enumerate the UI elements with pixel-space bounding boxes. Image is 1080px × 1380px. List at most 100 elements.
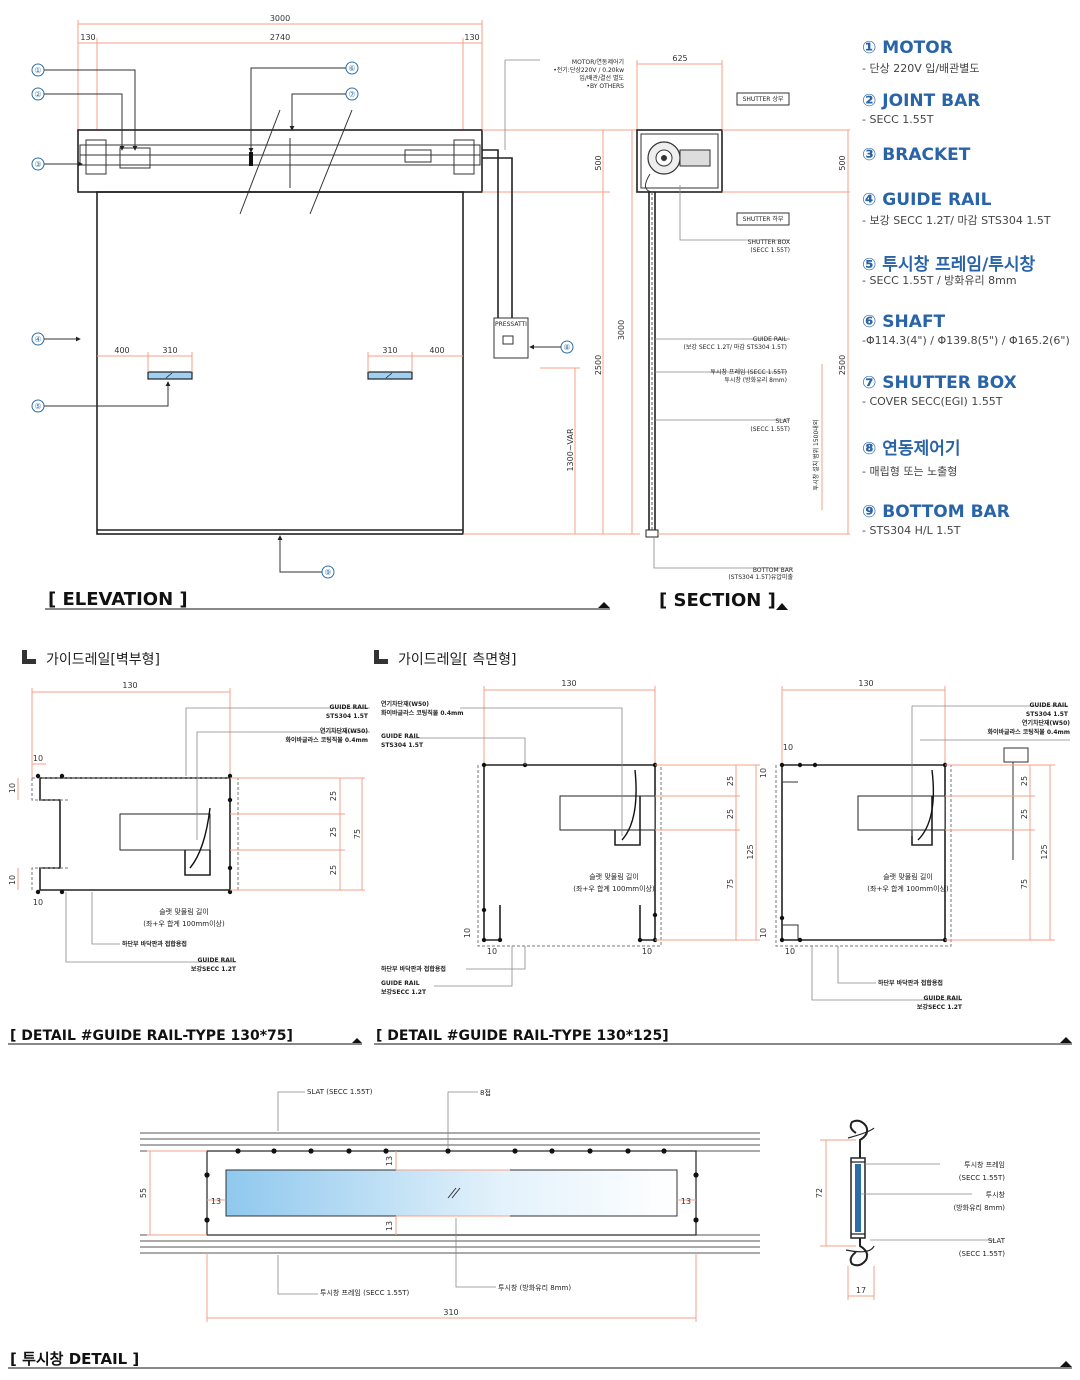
svg-text:500: 500	[594, 155, 603, 170]
svg-text:GUIDE RAIL: GUIDE RAIL	[381, 980, 420, 987]
svg-text:투시창: 투시창	[986, 1191, 1006, 1199]
svg-text:GUIDE RAIL: GUIDE RAIL	[753, 336, 788, 343]
svg-text:72: 72	[815, 1188, 824, 1198]
svg-text:10: 10	[642, 947, 652, 956]
svg-text:310: 310	[382, 346, 397, 355]
svg-text:400: 400	[429, 346, 444, 355]
svg-text:GUIDE RAIL: GUIDE RAIL	[923, 995, 962, 1002]
svg-text:⑦: ⑦	[348, 90, 355, 99]
svg-text:SLAT: SLAT	[988, 1237, 1006, 1245]
svg-text:625: 625	[672, 54, 687, 63]
svg-text:(SECC 1.55T): (SECC 1.55T)	[959, 1250, 1005, 1258]
svg-text:SHUTTER BOX: SHUTTER BOX	[748, 239, 790, 246]
svg-text:⑨: ⑨	[324, 568, 331, 577]
legend-desc-guide-rail: - 보강 SECC 1.2T/ 마감 STS304 1.5T	[862, 214, 1051, 227]
svg-text:55: 55	[139, 1188, 148, 1198]
svg-text:④: ④	[34, 335, 41, 344]
svg-text:연기차단재(W50): 연기차단재(W50)	[320, 727, 368, 735]
svg-text:투시창 프레임: 투시창 프레임	[964, 1160, 1005, 1169]
rail-wall-detail: 가이드레일[벽부형] 130 25 25 25 75 10 10 10 10	[8, 650, 370, 1045]
svg-text:25: 25	[1020, 809, 1029, 819]
rail-side-heading: 가이드레일[ 측면형]	[398, 652, 516, 668]
svg-text:투시창 (방화유리 8mm): 투시창 (방화유리 8mm)	[724, 376, 787, 384]
svg-text:10: 10	[759, 928, 768, 938]
svg-text:10: 10	[8, 783, 17, 793]
svg-text:25: 25	[329, 791, 338, 801]
svg-text:75: 75	[353, 829, 362, 839]
section-title: [ SECTION ]	[659, 590, 776, 611]
svg-text:슬랫 맞물림 길이: 슬랫 맞물림 길이	[883, 872, 933, 881]
window-detail: 55 13 13 13 13 310 SLAT (SECC 1.55T) 8접 …	[8, 1088, 1072, 1369]
svg-text:13: 13	[385, 1156, 394, 1166]
svg-text:10: 10	[487, 947, 497, 956]
svg-text:25: 25	[1020, 776, 1029, 786]
svg-text:400: 400	[114, 346, 129, 355]
svg-text:슬랫 맞물림 길이: 슬랫 맞물림 길이	[589, 872, 639, 881]
legend-title-shaft: ⑥ SHAFT	[862, 312, 946, 332]
svg-text:보강SECC 1.2T: 보강SECC 1.2T	[381, 988, 427, 996]
svg-text:⑧: ⑧	[563, 343, 570, 352]
svg-text:10: 10	[8, 875, 17, 885]
legend-desc-window: - SECC 1.55T / 방화유리 8mm	[862, 274, 1017, 287]
svg-text:하단부 바닥판과 접합용접: 하단부 바닥판과 접합용접	[878, 979, 943, 987]
legend-desc-controller: - 매립형 또는 노출형	[862, 465, 958, 478]
svg-text:(STS304 1.5T)유압미출: (STS304 1.5T)유압미출	[728, 573, 793, 581]
elevation-title: [ ELEVATION ]	[48, 589, 188, 610]
svg-text:투시창 프레임 (SECC 1.55T): 투시창 프레임 (SECC 1.55T)	[710, 368, 787, 376]
svg-text:SHUTTER 상부: SHUTTER 상부	[743, 95, 784, 103]
svg-text:75: 75	[726, 879, 735, 889]
svg-text:10: 10	[783, 743, 793, 752]
svg-text:(SECC 1.55T): (SECC 1.55T)	[959, 1174, 1005, 1182]
svg-text:STS304 1.5T: STS304 1.5T	[326, 713, 369, 720]
svg-text:STS304 1.5T: STS304 1.5T	[1026, 711, 1069, 718]
svg-text:연기차단재(W50): 연기차단재(W50)	[1022, 719, 1070, 727]
rail-side-title: [ DETAIL #GUIDE RAIL-TYPE 130*125]	[376, 1028, 669, 1044]
svg-text:(보강 SECC 1.2T/ 마감 STS304 1.5T): (보강 SECC 1.2T/ 마감 STS304 1.5T)	[684, 343, 787, 351]
svg-text:보강SECC 1.2T: 보강SECC 1.2T	[191, 965, 237, 973]
svg-text:310: 310	[443, 1308, 458, 1317]
svg-text:13: 13	[681, 1197, 691, 1206]
legend-title-window: ⑤ 투시창 프레임/투시창	[862, 255, 1036, 275]
section-drawing: 625 SHUTTER 상부 SHUTTER 하부 500 2500 투시창 설…	[636, 54, 850, 611]
svg-text:MOTOR/연동제어기: MOTOR/연동제어기	[572, 58, 624, 66]
svg-text:•BY OTHERS: •BY OTHERS	[586, 83, 624, 90]
svg-text:130: 130	[858, 679, 873, 688]
svg-text:•전기:단상220V / 0.20kw: •전기:단상220V / 0.20kw	[553, 66, 624, 74]
svg-text:(방화유리 8mm): (방화유리 8mm)	[953, 1203, 1005, 1212]
svg-text:⑤: ⑤	[34, 402, 41, 411]
svg-text:130: 130	[122, 681, 137, 690]
window-detail-title: [ 투시창 DETAIL ]	[10, 1350, 139, 1368]
svg-text:BOTTOM BAR: BOTTOM BAR	[753, 567, 793, 574]
svg-text:10: 10	[463, 928, 472, 938]
svg-text:GUIDE RAIL: GUIDE RAIL	[1029, 702, 1068, 709]
rail-wall-heading: 가이드레일[벽부형]	[46, 652, 160, 668]
legend-desc-shutter-box: - COVER SECC(EGI) 1.55T	[862, 395, 1003, 408]
legend-title-controller: ⑧ 연동제어기	[862, 439, 961, 459]
svg-text:(좌+우 합계 100mm이상): (좌+우 합계 100mm이상)	[143, 919, 225, 928]
svg-text:투시창 설치 범위 1500내외: 투시창 설치 범위 1500내외	[812, 420, 820, 491]
svg-text:GUIDE RAIL: GUIDE RAIL	[329, 704, 368, 711]
svg-text:화이바글라스 코팅직물 0.4mm: 화이바글라스 코팅직물 0.4mm	[381, 709, 464, 717]
legend-desc-motor: - 단상 220V 입/배관별도	[862, 62, 980, 75]
svg-text:130: 130	[561, 679, 576, 688]
svg-text:1300~VAR: 1300~VAR	[566, 428, 575, 471]
svg-text:화이바글라스 코팅직물 0.4mm: 화이바글라스 코팅직물 0.4mm	[285, 736, 368, 744]
svg-text:3000: 3000	[617, 320, 626, 340]
svg-text:보강SECC 1.2T: 보강SECC 1.2T	[917, 1003, 963, 1011]
svg-text:10: 10	[33, 754, 43, 763]
legend-desc-shaft: -Φ114.3(4") / Φ139.8(5") / Φ165.2(6")	[862, 334, 1070, 347]
svg-text:10: 10	[33, 898, 43, 907]
svg-text:(SECC 1.55T): (SECC 1.55T)	[750, 247, 790, 254]
svg-text:투시창 프레임 (SECC 1.55T): 투시창 프레임 (SECC 1.55T)	[320, 1288, 410, 1297]
svg-text:STS304 1.5T: STS304 1.5T	[381, 742, 424, 749]
svg-text:연기차단재(W50): 연기차단재(W50)	[381, 700, 429, 708]
svg-text:(좌+우 합계 100mm이상): (좌+우 합계 100mm이상)	[573, 884, 655, 893]
svg-text:125: 125	[1040, 844, 1049, 859]
svg-text:500: 500	[838, 155, 847, 170]
svg-text:25: 25	[726, 776, 735, 786]
dim-3000: 3000	[270, 14, 290, 23]
svg-text:GUIDE RAIL: GUIDE RAIL	[197, 957, 236, 964]
svg-text:투시창 (방화유리 8mm): 투시창 (방화유리 8mm)	[498, 1283, 571, 1292]
svg-text:10: 10	[785, 947, 795, 956]
